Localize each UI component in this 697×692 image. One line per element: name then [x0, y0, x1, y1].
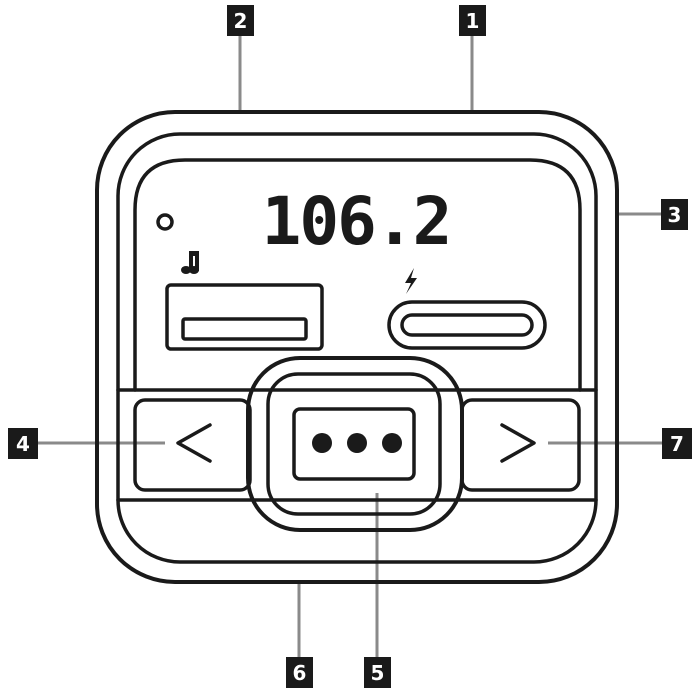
chevron-right-icon: [500, 423, 536, 463]
device-inner-rim: [116, 132, 598, 564]
callout-6: 6: [286, 657, 313, 688]
callout-label: 6: [293, 661, 307, 685]
usb-c-port[interactable]: [387, 300, 547, 350]
callout-label: 1: [466, 9, 480, 33]
callout-label: 3: [668, 203, 682, 227]
chevron-left-icon: [176, 423, 212, 463]
callout-7: 7: [662, 428, 692, 459]
usb-a-port[interactable]: [165, 283, 324, 351]
callout-4: 4: [8, 428, 38, 459]
callout-2: 2: [227, 5, 254, 36]
device-face-plate: [133, 158, 582, 392]
next-button[interactable]: [460, 398, 581, 492]
callout-label: 2: [234, 9, 248, 33]
device-outer-shell: [95, 110, 619, 584]
usb-c-port-inner: [400, 313, 534, 337]
usb-a-port-tongue: [181, 317, 308, 341]
lightning-bolt-icon: [405, 268, 417, 294]
ellipsis-icon: [312, 433, 402, 453]
callout-label: 4: [16, 432, 30, 456]
callout-label: 7: [670, 432, 684, 456]
menu-button-face: [292, 407, 416, 481]
frequency-display: 106.2: [262, 183, 451, 260]
callout-5: 5: [364, 657, 391, 688]
callout-3: 3: [661, 199, 688, 230]
indicator-led-icon: [156, 213, 174, 231]
menu-button[interactable]: [266, 372, 442, 516]
music-note-icon: [181, 251, 199, 274]
callout-1: 1: [459, 5, 486, 36]
button-panel: [116, 388, 598, 502]
previous-button[interactable]: [133, 398, 252, 492]
callout-label: 5: [371, 661, 385, 685]
